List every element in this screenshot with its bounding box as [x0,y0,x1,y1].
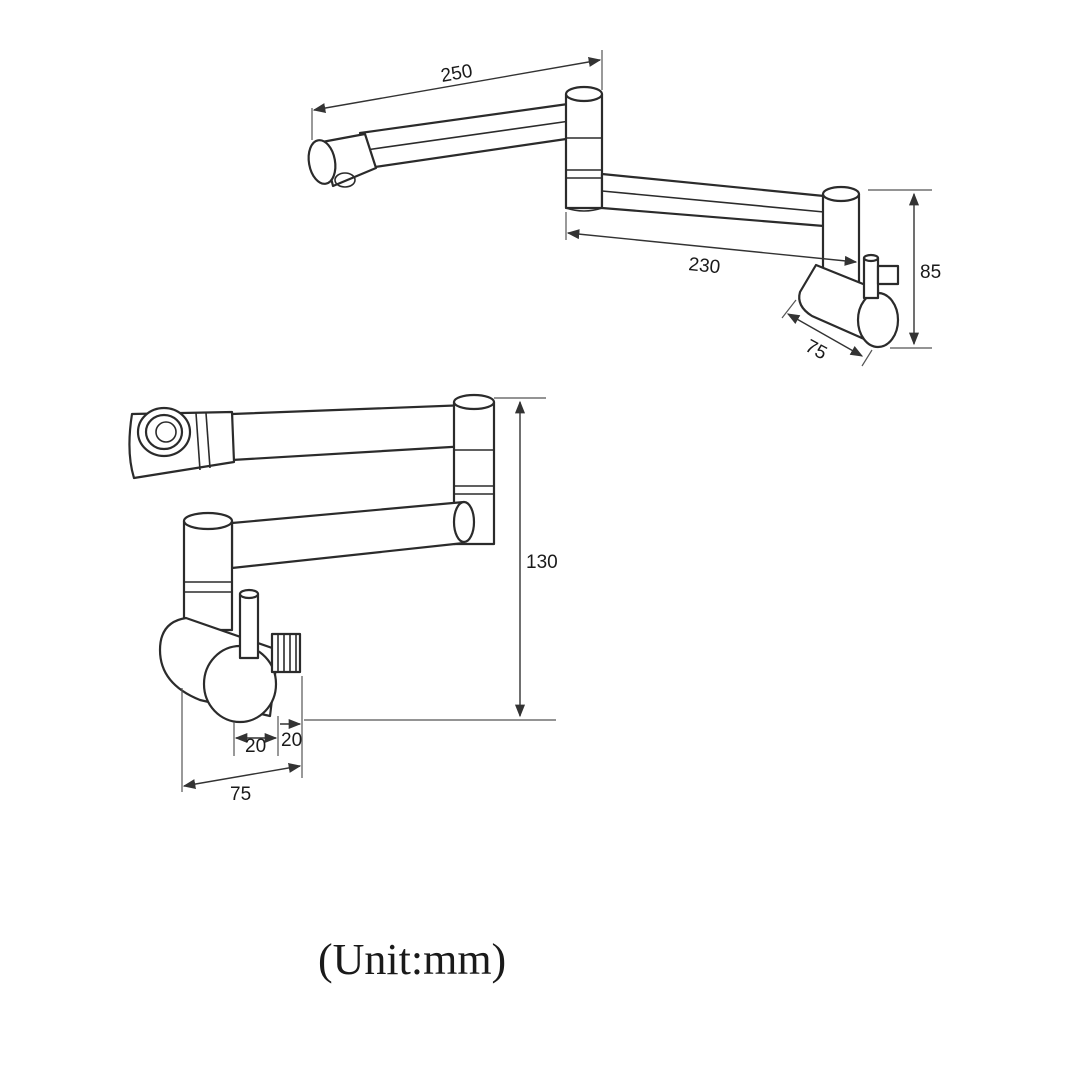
side-threaded-inlet [270,632,302,674]
top-spout-nozzle [307,132,378,188]
top-lower-arm [600,172,826,228]
top-dim-lower-arm-label: 230 [687,254,721,278]
top-dim-base-depth-label: 75 [802,336,831,364]
top-handle [862,253,900,300]
side-valve-body [158,616,280,724]
side-view-faucet [128,393,496,724]
side-dim-height: 130 [304,397,558,721]
side-stem [182,511,234,632]
top-dim-upper-arm: 250 [311,50,603,140]
side-dim-height-label: 130 [526,552,558,573]
top-dim-height: 85 [868,189,941,349]
top-stem [821,185,861,284]
side-dim-thread-a-label: 20 [245,736,266,757]
side-lower-arm [230,500,476,570]
side-handle [238,588,260,660]
side-dim-depth: 75 [181,688,302,805]
top-elbow-joint [564,85,604,212]
top-upper-arm [358,102,575,170]
side-upper-arm [230,403,480,462]
side-dim-depth-label: 75 [230,784,251,805]
top-dim-height-label: 85 [920,262,941,283]
top-view-faucet [307,85,900,349]
side-dim-thread: 20 20 [233,676,303,778]
top-dim-lower-arm: 230 [565,212,858,278]
side-spout-housing [128,406,236,480]
unit-note: (Unit:mm) [318,935,506,984]
side-dim-thread-b-label: 20 [281,730,302,751]
